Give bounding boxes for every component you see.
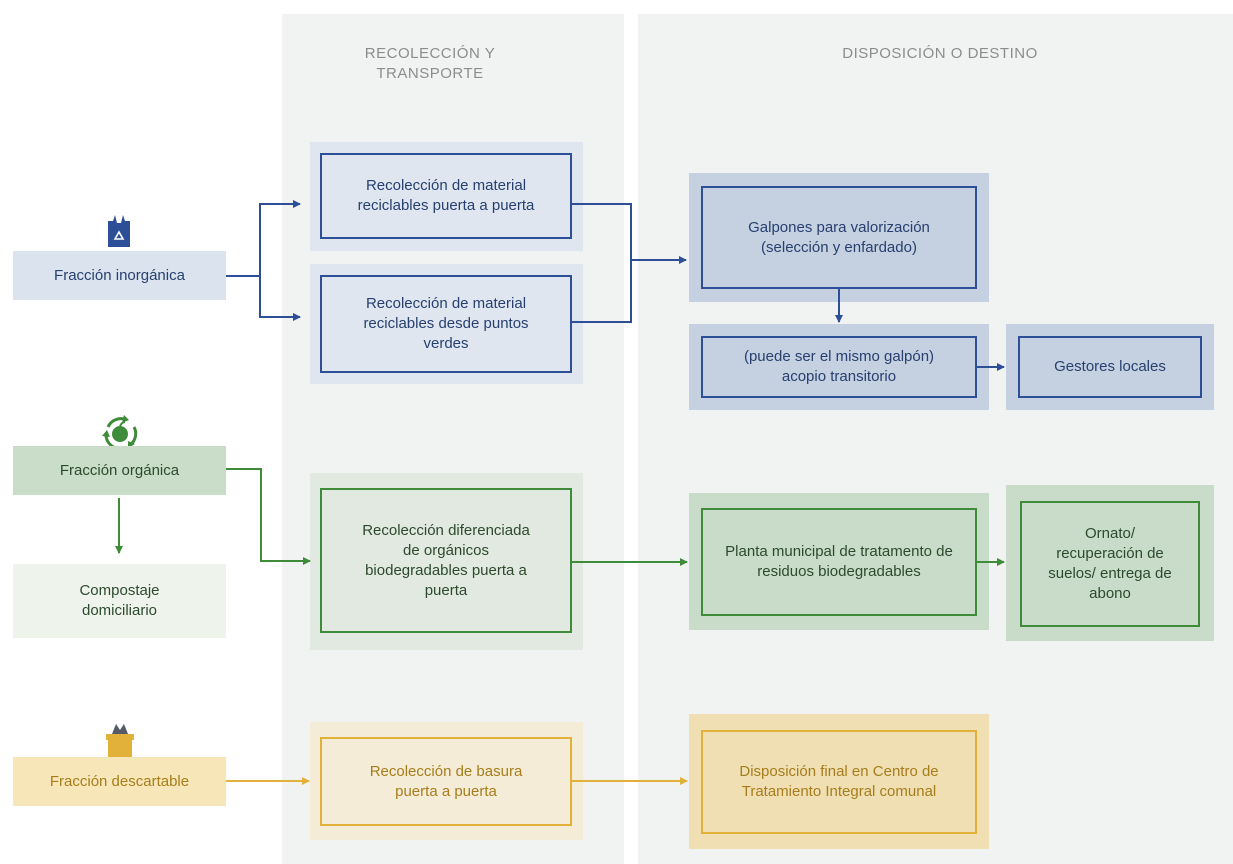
destination-column-title: DISPOSICIÓN O DESTINO [842, 45, 1038, 62]
arrow-inorganic-to-points [259, 276, 301, 321]
final-disposal-box: Disposición final en Centro de Tratamien… [701, 730, 977, 834]
discard-fraction-label: Fracción descartable [13, 757, 226, 806]
apple-recycle-icon [100, 413, 140, 453]
arrow-organic-to-collection [226, 468, 311, 565]
local-managers-box: Gestores locales [1018, 336, 1202, 398]
organic-fraction-label: Fracción orgánica [13, 446, 226, 495]
home-compost-label: Compostaje domiciliario [13, 564, 226, 638]
transit-box: (puede ser el mismo galpón) acopio trans… [701, 336, 977, 398]
arrow-door-merge [572, 203, 632, 323]
door-to-door-recycle-box: Recolección de material reciclables puer… [320, 153, 572, 239]
green-points-recycle-box: Recolección de material reciclables desd… [320, 275, 572, 373]
trash-collection-box: Recolección de basura puerta a puerta [320, 737, 572, 826]
organic-collection-box: Recolección diferenciada de orgánicos bi… [320, 488, 572, 633]
trash-bin-icon [104, 722, 136, 758]
arrow-inorganic-to-door [226, 200, 301, 277]
inorganic-fraction-label: Fracción inorgánica [13, 251, 226, 300]
sheds-box: Galpones para valorización (selección y … [701, 186, 977, 289]
recycle-bag-icon [105, 213, 133, 249]
collection-column-title: RECOLECCIÓN Y TRANSPORTE [364, 45, 496, 82]
treatment-plant-box: Planta municipal de tratamento de residu… [701, 508, 977, 616]
ornato-box: Ornato/ recuperación de suelos/ entrega … [1020, 501, 1200, 627]
